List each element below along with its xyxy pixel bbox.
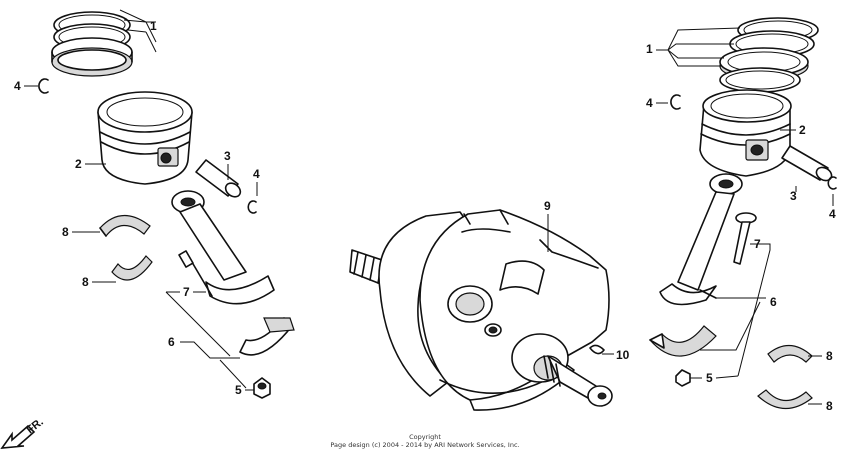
copyright-line-1: Copyright — [409, 433, 441, 441]
left-clip-upper — [38, 78, 49, 94]
woodruff-key — [589, 344, 605, 355]
callout-left-clip-upper: 4 — [14, 79, 21, 93]
copyright-line-2: Page design (c) 2004 - 2014 by ARI Netwo… — [330, 441, 520, 449]
right-clip-upper — [670, 94, 681, 110]
callout-crankshaft: 9 — [544, 199, 551, 213]
left-piston-rings — [51, 11, 133, 77]
front-arrow-icon — [0, 424, 36, 449]
right-rod-cap — [649, 325, 717, 357]
callout-right-clip-upper: 4 — [646, 96, 653, 110]
left-bearing-upper — [99, 214, 151, 237]
left-piston — [97, 91, 193, 185]
callout-right-nut: 5 — [706, 371, 713, 385]
right-piston-pin — [781, 145, 833, 182]
callout-right-clip-lower: 4 — [829, 207, 836, 221]
callout-right-rod: 6 — [770, 295, 777, 309]
right-connecting-rod — [659, 173, 743, 306]
callout-right-bearing-upper: 8 — [826, 349, 833, 363]
right-piston — [699, 89, 792, 177]
left-connecting-rod — [171, 190, 275, 305]
callout-right-bearing-lower: 8 — [826, 399, 833, 413]
right-bearing-upper — [767, 344, 813, 363]
crankshaft — [349, 209, 613, 411]
right-rod-nut — [675, 369, 691, 387]
left-piston-pin — [195, 159, 242, 198]
callout-right-piston: 2 — [799, 123, 806, 137]
callout-left-bolt: 7 — [183, 285, 190, 299]
left-rod-nut — [253, 377, 271, 399]
callout-left-pin: 3 — [224, 149, 231, 163]
callout-left-nut: 5 — [235, 383, 242, 397]
callout-right-piston-rings: 1 — [646, 42, 653, 56]
right-rod-bolt — [733, 212, 757, 265]
right-clip-lower — [827, 176, 837, 190]
callout-right-pin: 3 — [790, 189, 797, 203]
callout-left-rod: 6 — [168, 335, 175, 349]
callout-left-bearing-upper: 8 — [62, 225, 69, 239]
right-piston-rings — [719, 17, 819, 93]
callout-left-piston-rings: 1 — [150, 19, 157, 33]
left-clip-lower — [247, 200, 257, 214]
callout-woodruff-key: 10 — [616, 348, 630, 362]
callout-left-clip-lower: 4 — [253, 167, 260, 181]
left-bearing-lower — [111, 255, 153, 281]
callout-left-bearing-lower: 8 — [82, 275, 89, 289]
right-bearing-lower — [757, 389, 813, 410]
callout-left-piston: 2 — [75, 157, 82, 171]
left-rod-cap — [239, 317, 295, 356]
